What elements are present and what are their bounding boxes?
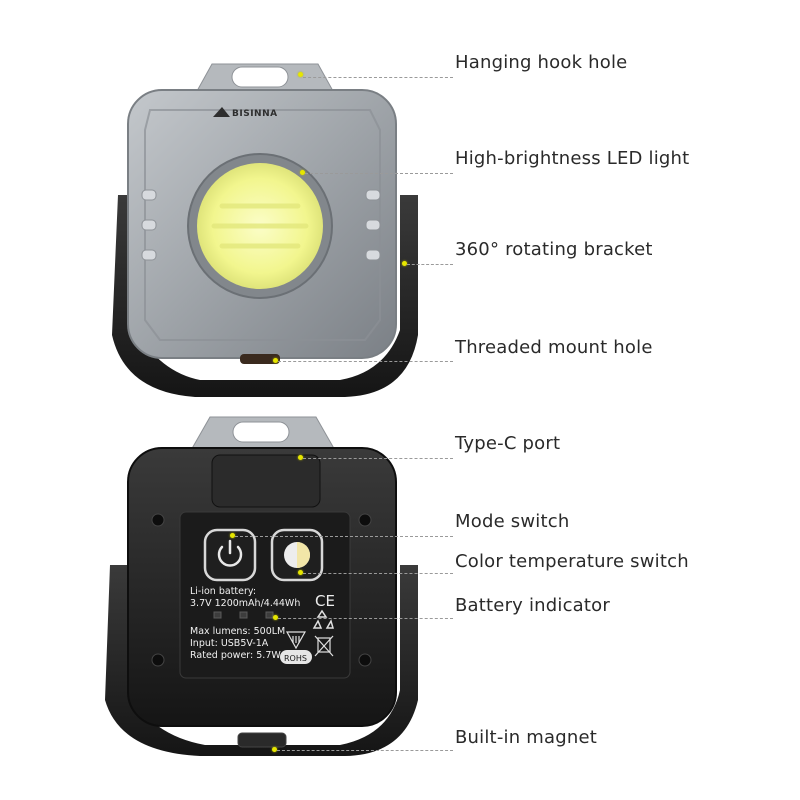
brand-logo: BISINNA — [232, 109, 278, 119]
threaded-mount-hole — [240, 354, 280, 364]
type-c-port-cover — [211, 454, 321, 508]
class-iii-icon — [285, 631, 307, 650]
hanging-hook-hole-back — [232, 421, 290, 443]
back-view: Li-ion battery: 3.7V 1200mAh/4.44Wh Max … — [105, 416, 418, 756]
color-temperature-switch-button[interactable] — [270, 528, 324, 582]
front-view: BISINNA — [112, 63, 418, 397]
max-lumens: Max lumens: 500LM — [190, 626, 285, 637]
screws — [151, 513, 372, 667]
ce-mark: CE — [315, 592, 335, 610]
recycle-icon — [312, 609, 334, 629]
callout-label: 360° rotating bracket — [455, 239, 653, 260]
rated-power: Rated power: 5.7W — [190, 650, 281, 661]
brand-mark-icon — [213, 107, 230, 117]
rotating-bracket — [112, 195, 418, 397]
callout-label: Type-C port — [455, 433, 561, 454]
callout-label: High-brightness LED light — [455, 148, 690, 169]
callout-label: Threaded mount hole — [455, 337, 653, 358]
callout-label: Built-in magnet — [455, 727, 597, 748]
input-spec: Input: USB5V-1A — [190, 638, 269, 649]
rohs-badge — [280, 650, 312, 664]
mode-switch-button[interactable] — [203, 528, 257, 582]
rotating-bracket-back — [105, 565, 418, 756]
power-icon — [217, 539, 243, 567]
battery-indicator — [213, 611, 274, 619]
rohs-mark: ROHS — [284, 654, 307, 663]
callout-label: Mode switch — [455, 511, 570, 532]
battery-spec: 3.7V 1200mAh/4.44Wh — [190, 598, 300, 609]
callout-label: Hanging hook hole — [455, 52, 628, 73]
built-in-magnet — [237, 732, 287, 748]
weee-bin-icon — [314, 635, 334, 657]
callout-label: Color temperature switch — [455, 551, 689, 572]
callout-label: Battery indicator — [455, 595, 610, 616]
side-grip-left — [141, 189, 157, 261]
battery-title: Li-ion battery: — [190, 586, 256, 597]
side-grip-right — [365, 189, 381, 261]
hanging-hook-hole — [231, 66, 289, 88]
